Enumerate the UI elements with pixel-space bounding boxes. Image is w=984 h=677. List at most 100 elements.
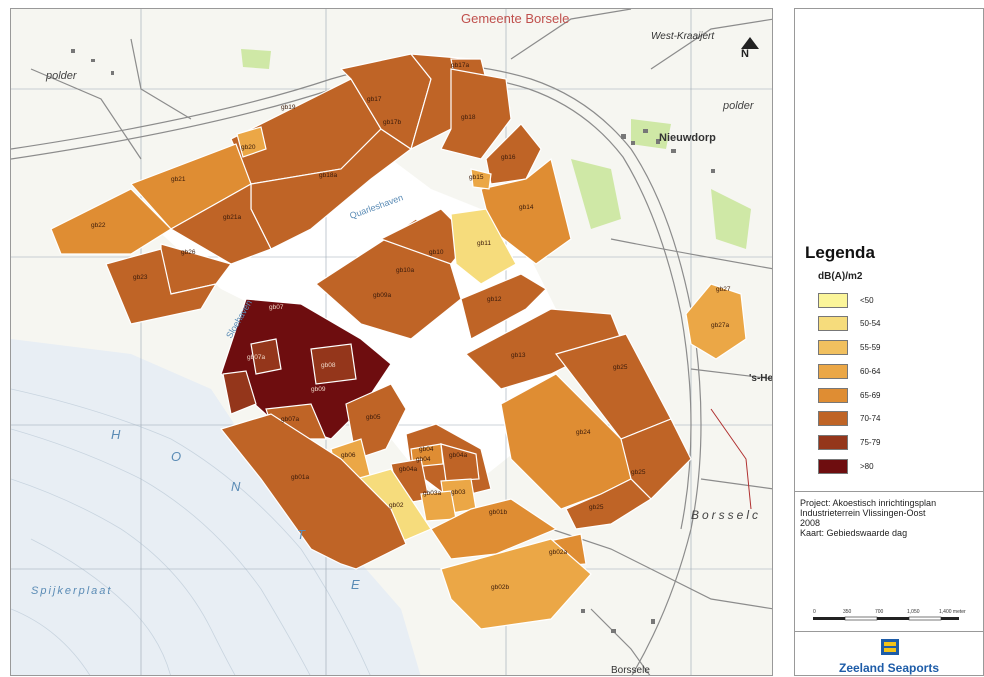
zone-label: gb07a	[281, 416, 299, 423]
legend-swatch	[818, 315, 848, 331]
zone-label: gb07	[269, 304, 284, 311]
scale-segment	[877, 617, 909, 620]
label-polder-ne: polder	[722, 100, 755, 112]
map-frame[interactable]: Gemeente Borsele West-Kraaijert Nieuwdor…	[10, 8, 773, 676]
zone-label: gb09	[311, 386, 326, 393]
zone-gb04a[interactable]	[440, 443, 480, 482]
zone-gb22[interactable]	[50, 188, 172, 255]
zone-label: gb21a	[223, 214, 241, 221]
scale-segment	[941, 617, 959, 620]
scale-bar: 0 350 700 1,050 1,400 meter	[813, 609, 966, 621]
zone-gb23[interactable]	[105, 248, 218, 325]
label-west-kraaijert: West-Kraaijert	[651, 31, 715, 42]
label-hont-e: E	[351, 577, 360, 592]
scale-segment	[844, 616, 878, 621]
scale-tick: 1,050	[907, 609, 920, 615]
water-contours	[11, 388, 371, 675]
zone-label: gb10a	[396, 267, 414, 274]
legend-item-50-54: 50-54	[818, 314, 880, 332]
legend-label: 60-64	[860, 366, 881, 376]
zone-gb07a[interactable]	[222, 370, 257, 415]
zone-gb25c[interactable]	[565, 478, 652, 530]
zone-label: gb18	[461, 114, 476, 121]
zone-label: gb04a	[399, 466, 417, 473]
project-info: Project: Akoestisch inrichtingsplan Indu…	[800, 498, 982, 538]
legend-label: >80	[860, 461, 874, 471]
zone-label: gb04	[416, 456, 431, 463]
zone-gb08[interactable]	[250, 338, 282, 375]
scale-tick: 1,400 meter	[939, 609, 966, 615]
zone-label: gb25	[631, 469, 646, 476]
project-line: Project: Akoestisch inrichtingsplan	[800, 498, 937, 508]
map-canvas[interactable]: Gemeente Borsele West-Kraaijert Nieuwdor…	[11, 9, 773, 676]
north-arrow-label: N	[741, 48, 749, 60]
zone-label: gb04	[419, 446, 434, 453]
zeeland-seaports-logo: Zeeland Seaports	[795, 633, 983, 677]
zone-gb20[interactable]	[236, 126, 267, 158]
legend-divider	[795, 491, 983, 492]
zone-label: gb09a	[373, 292, 391, 299]
zone-gb01b[interactable]	[430, 498, 558, 560]
legend-item-55-59: 55-59	[818, 338, 880, 356]
legend-item-65-69: 65-69	[818, 386, 880, 404]
zone-gb12[interactable]	[460, 273, 547, 340]
legend-swatch	[818, 458, 848, 474]
zone-gb15[interactable]	[470, 168, 492, 190]
scale-tick: 0	[813, 609, 816, 615]
zone-gb11[interactable]	[450, 208, 517, 285]
zone-label: gb18a	[319, 172, 337, 179]
zone-label: gb22	[91, 222, 106, 229]
zone-label: gb03	[451, 489, 466, 496]
legend-panel: Legenda dB(A)/m2 <50 50-54 55-59 60-64 6…	[794, 8, 984, 676]
legend-divider	[795, 631, 983, 632]
zone-gb27a[interactable]	[685, 283, 747, 360]
zone-label: gb02a	[549, 549, 567, 556]
water-westerschelde	[11, 339, 421, 675]
legend-swatch	[818, 387, 848, 403]
zone-label: gb14	[519, 204, 534, 211]
zone-labels: gb17a gb17 gb17b gb19 gb20 gb18 gb18a gb…	[91, 62, 731, 591]
legend-item-70-74: 70-74	[818, 409, 880, 427]
zone-label: gb11	[477, 240, 491, 247]
zone-gb25b[interactable]	[620, 418, 692, 500]
zone-label: gb16	[501, 154, 516, 161]
zone-label: gb27	[716, 286, 731, 293]
zone-label: gb26	[181, 249, 196, 256]
zone-gb09[interactable]	[310, 343, 357, 385]
zone-label: gb03a	[423, 490, 441, 497]
zone-gb18[interactable]	[440, 68, 512, 160]
legend-label: 50-54	[860, 318, 881, 328]
label-borssele-town: Borssele	[611, 665, 650, 676]
zone-label: gb24	[576, 429, 591, 436]
scale-segment	[908, 616, 942, 621]
zone-label: gb06	[341, 452, 356, 459]
legend-unit: dB(A)/m2	[818, 271, 863, 282]
zone-label: gb02b	[491, 584, 509, 591]
label-elsham: 's-He	[749, 373, 773, 384]
zone-label: gb12	[487, 296, 502, 303]
legend-swatch	[818, 339, 848, 355]
label-hont-n: N	[231, 479, 241, 494]
logo-text: Zeeland Seaports	[838, 661, 940, 675]
zone-label: gb21	[171, 176, 186, 183]
scale-tick: 700	[875, 609, 884, 615]
zone-label: gb25	[613, 364, 628, 371]
project-line: Kaart: Gebiedswaarde dag	[800, 528, 908, 538]
zone-label: gb04a	[449, 452, 467, 459]
zone-gb02b[interactable]	[440, 538, 592, 630]
label-polder-nw: polder	[45, 70, 78, 82]
scale-segment	[813, 617, 845, 620]
zone-label: gb01b	[489, 509, 507, 516]
zone-label: gb25	[589, 504, 604, 511]
legend-item-lt50: <50	[818, 291, 874, 309]
zone-gb01[interactable]	[219, 413, 407, 570]
seaports-logo-icon	[881, 639, 899, 655]
zone-gb21a[interactable]	[169, 182, 272, 265]
legend-item-gt80: >80	[818, 457, 874, 475]
zone-label: gb13	[511, 352, 526, 359]
label-hont-h: H	[111, 427, 121, 442]
noise-zones	[50, 53, 747, 630]
zone-label: gb17	[367, 96, 382, 103]
north-arrow: N	[741, 37, 759, 60]
legend-swatch	[818, 434, 848, 450]
